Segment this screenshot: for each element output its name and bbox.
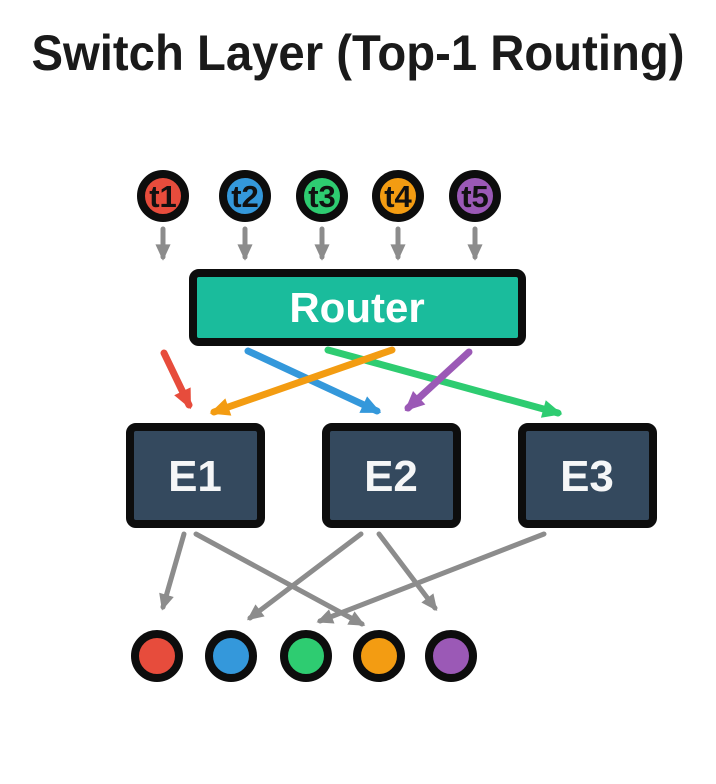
token-row: t1 t2 t3 t4 t5 [137, 170, 501, 222]
expert-E2-label: E2 [364, 452, 418, 501]
page-title: Switch Layer (Top-1 Routing) [32, 25, 685, 81]
expert-E2: E2 [322, 423, 461, 528]
routing-arrows [160, 346, 563, 418]
router-label: Router [289, 284, 424, 331]
token-input-arrows [155, 226, 483, 261]
output-circle-t2 [205, 630, 257, 682]
output-arrow-E2-to-blue [246, 531, 364, 621]
output-arrow-E1-to-red [159, 531, 187, 611]
expert-E1: E1 [126, 423, 265, 528]
output-circle-t5 [425, 630, 477, 682]
router-node: Router [189, 269, 526, 346]
output-arrow-E2-to-purple [376, 531, 438, 612]
expert-E3-label: E3 [560, 452, 614, 501]
output-circle-t1 [131, 630, 183, 682]
expert-E3: E3 [518, 423, 657, 528]
output-arrow-E3-to-green [316, 531, 547, 624]
expert-E1-label: E1 [168, 452, 222, 501]
token-t2-label: t2 [231, 179, 259, 214]
token-t1-label: t1 [149, 179, 177, 214]
token-t3: t3 [296, 170, 348, 222]
expert-row: E1 E2 E3 [126, 423, 657, 528]
output-circle-t4 [353, 630, 405, 682]
output-row [131, 630, 477, 682]
token-t2: t2 [219, 170, 271, 222]
output-arrow-E1-to-orange [193, 531, 366, 627]
token-t5: t5 [449, 170, 501, 222]
token-t5-label: t5 [461, 179, 489, 214]
token-t4: t4 [372, 170, 424, 222]
routing-arrow-t4-to-E1 [209, 346, 396, 416]
routing-arrow-t1-to-E1 [160, 349, 193, 410]
routing-arrow-t5-to-E2 [404, 348, 473, 412]
token-t1: t1 [137, 170, 189, 222]
token-t3-label: t3 [308, 179, 336, 214]
output-arrows [159, 531, 547, 627]
token-t4-label: t4 [384, 179, 412, 214]
output-circle-t3 [280, 630, 332, 682]
